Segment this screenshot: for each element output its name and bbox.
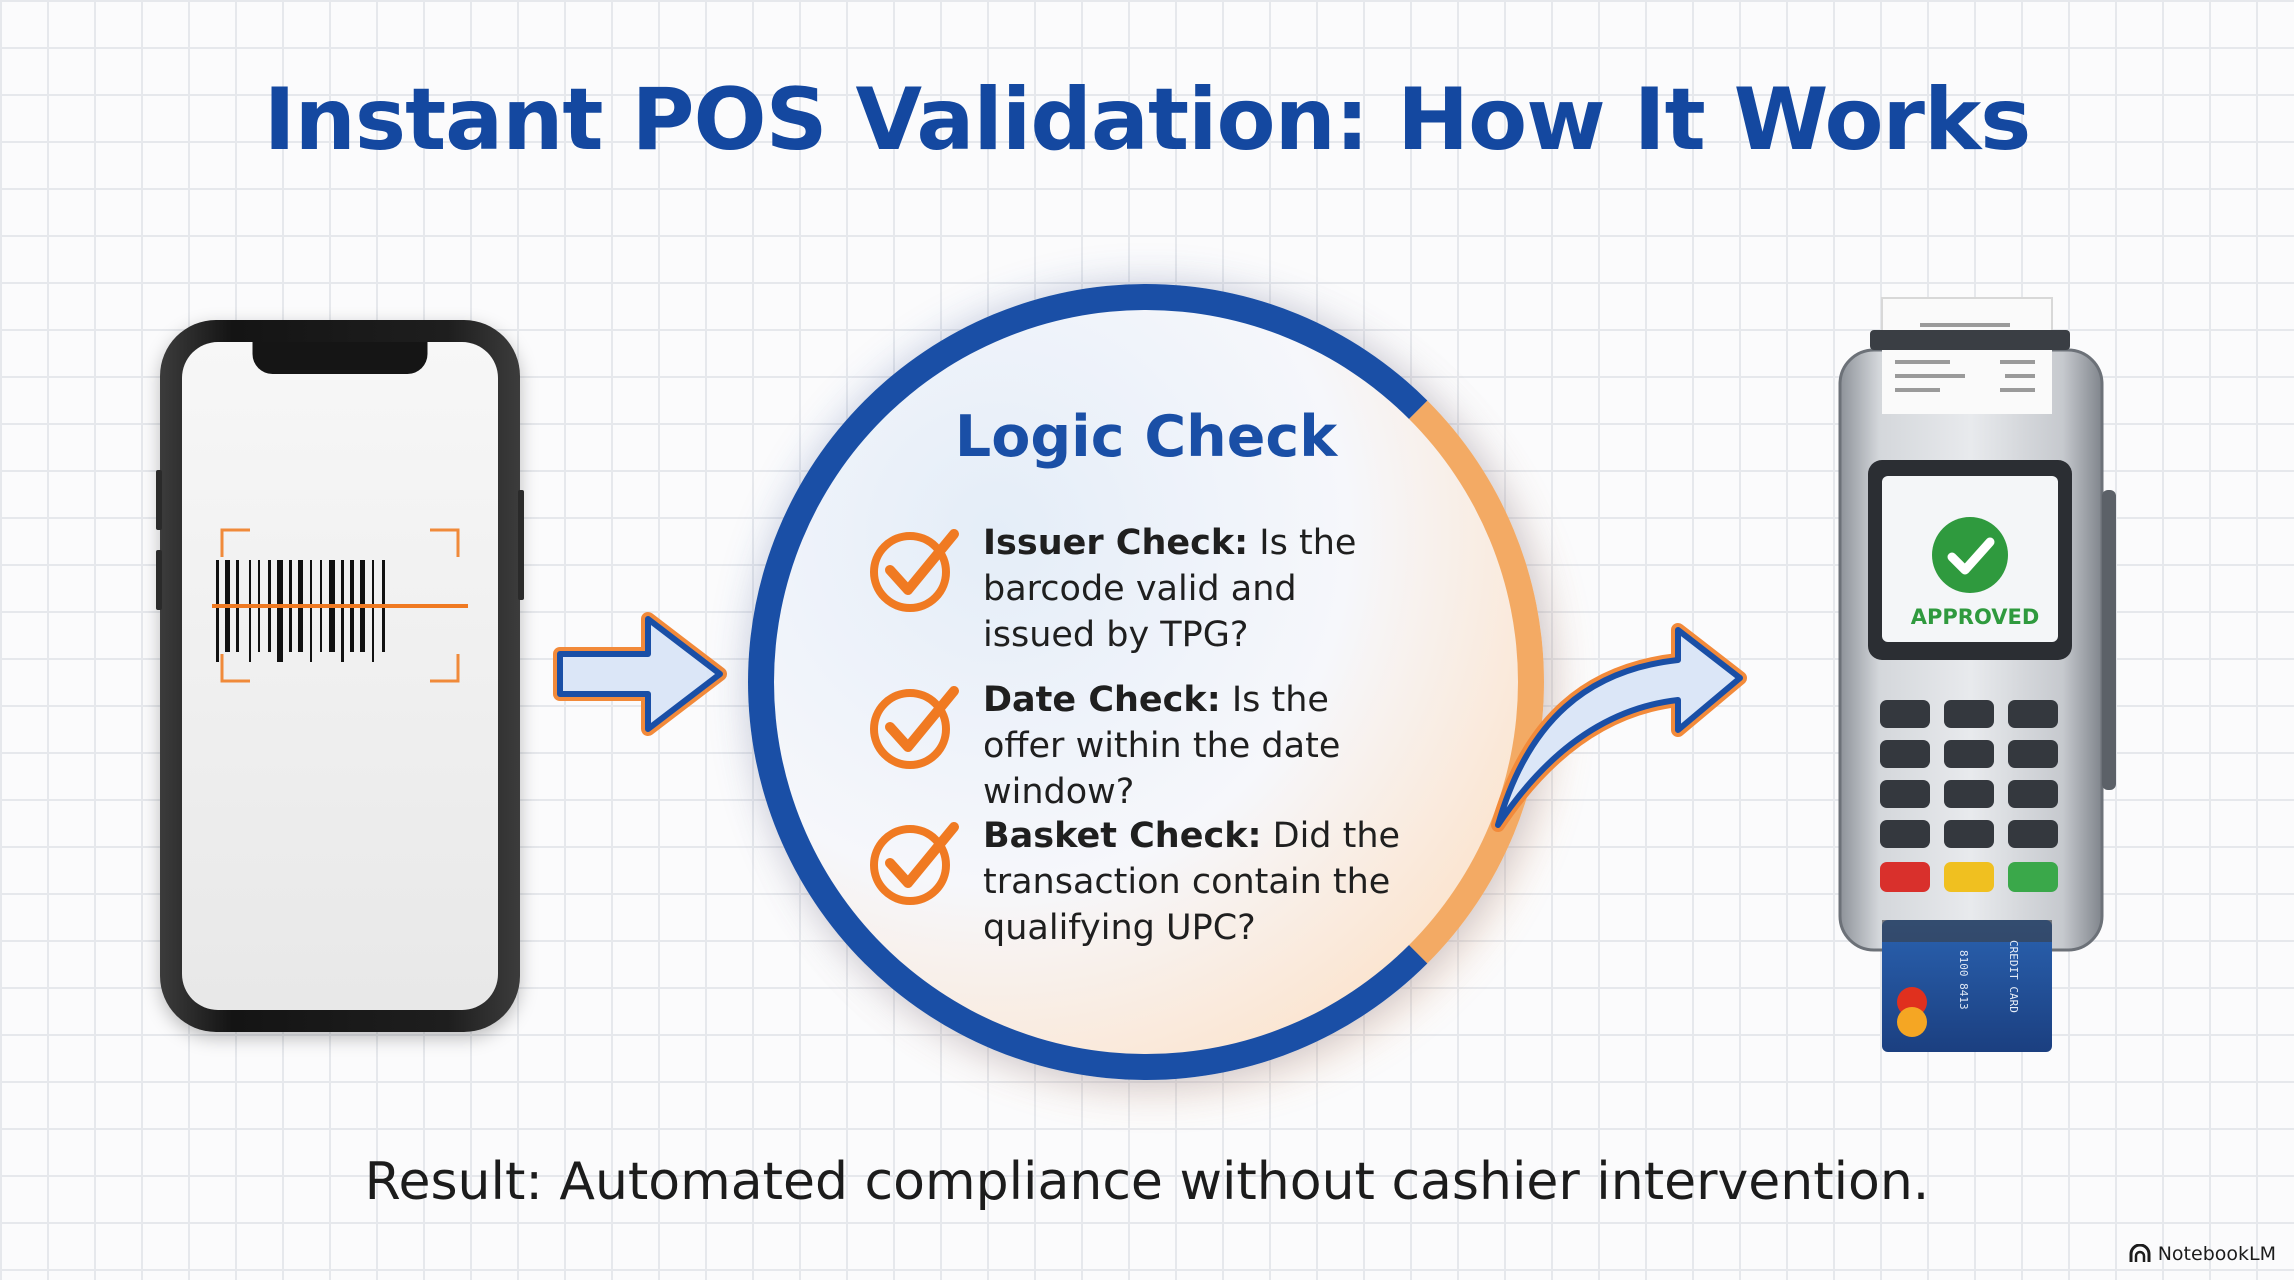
date-check-label: Date Check: — [983, 680, 1221, 720]
phone-side-button — [518, 490, 524, 600]
date-check-question: Is the offer within the date window? — [983, 680, 1341, 812]
logic-check-title: Logic Check — [954, 404, 1338, 470]
smartphone — [156, 320, 524, 1032]
phone-volume-button — [156, 470, 162, 530]
phone-screen — [182, 342, 498, 1010]
brand-name: NotebookLM — [2157, 1243, 2276, 1265]
curved-arrow-icon — [1491, 623, 1747, 832]
issuer-check-text: Issuer Check: Is the barcode valid and i… — [983, 520, 1403, 658]
svg-text:8100 8413: 8100 8413 — [1957, 950, 1970, 1010]
checkmark-icon — [870, 822, 959, 905]
basket-check-question: Did the transaction contain the qualifyi… — [983, 816, 1401, 948]
notebooklm-logo-icon — [2129, 1244, 2151, 1262]
basket-check-label: Basket Check: — [983, 816, 1262, 856]
checkmark-icon — [870, 686, 959, 769]
barcode-scan-icon — [212, 528, 468, 683]
checkmark-icon — [870, 529, 959, 612]
issuer-check-label: Issuer Check: — [983, 523, 1249, 563]
pos-terminal-body: 8100 8413 — [1838, 297, 2116, 1052]
approved-check-icon — [1932, 517, 2008, 593]
brand-badge: NotebookLM — [2128, 1240, 2276, 1268]
issuer-check-question: Is the barcode valid and issued by TPG? — [983, 523, 1357, 655]
page-title: Instant POS Validation: How It Works — [263, 70, 2032, 170]
pos-terminal: 8100 8413 APPROVED CREDIT CARD — [1830, 290, 2120, 1060]
basket-check-text: Basket Check: Did the transaction contai… — [983, 813, 1403, 951]
arrow-right-icon — [553, 612, 727, 736]
card-label: CREDIT CARD — [2007, 940, 2020, 1013]
date-check-text: Date Check: Is the offer within the date… — [983, 677, 1403, 815]
phone-notch — [252, 342, 428, 374]
approved-status: APPROVED — [1910, 605, 2040, 629]
phone-volume-button — [156, 550, 162, 610]
result-caption: Result: Automated compliance without cas… — [364, 1152, 1930, 1212]
